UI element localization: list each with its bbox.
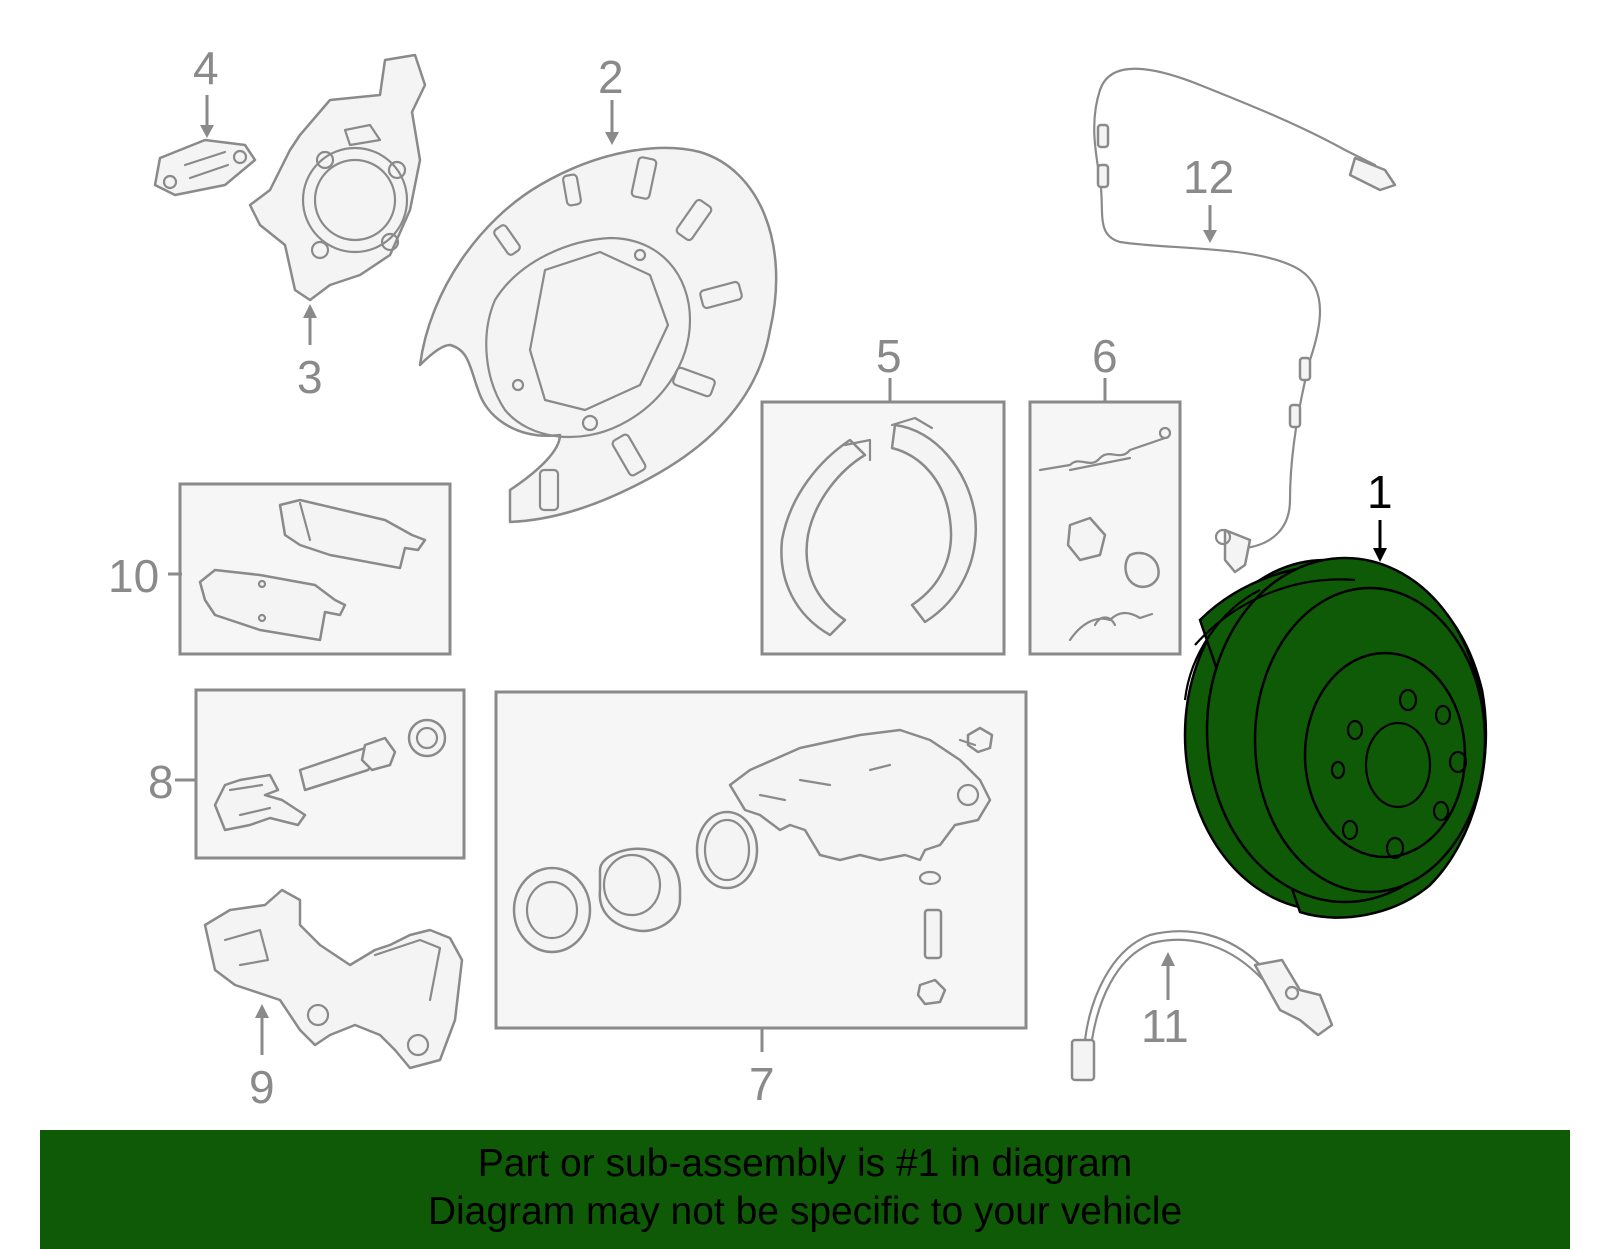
banner-line-2: Diagram may not be specific to your vehi… <box>427 1190 1183 1233</box>
banner-line-1: Part or sub-assembly is #1 in diagram <box>477 1142 1133 1185</box>
part-11-brake-hose[interactable] <box>1070 930 1334 1082</box>
callout-7[interactable]: 7 <box>749 1058 775 1110</box>
part-7-caliper[interactable] <box>512 726 994 1006</box>
callout-11[interactable]: 11 <box>1141 1000 1189 1052</box>
part-6-hardware[interactable] <box>1038 426 1172 642</box>
callout-9[interactable]: 9 <box>249 1061 275 1113</box>
info-banner: Part or sub-assembly is #1 in diagram Di… <box>40 1130 1570 1249</box>
callout-4[interactable]: 4 <box>193 42 219 94</box>
box-7 <box>494 690 1028 1030</box>
box-6 <box>1028 400 1182 656</box>
callout-5[interactable]: 5 <box>876 330 902 382</box>
part-8-caliper-hardware[interactable] <box>213 718 447 832</box>
callout-1[interactable]: 1 <box>1367 466 1393 518</box>
part-9-caliper-bracket[interactable] <box>203 888 464 1070</box>
callout-6[interactable]: 6 <box>1092 330 1118 382</box>
part-5-brake-shoes[interactable] <box>780 416 977 637</box>
part-3-bracket[interactable] <box>248 53 427 302</box>
callout-10[interactable]: 10 <box>108 550 159 602</box>
callout-8[interactable]: 8 <box>148 756 174 808</box>
callout-12[interactable]: 12 <box>1183 151 1234 203</box>
callout-2[interactable]: 2 <box>598 51 624 103</box>
part-2-shield[interactable] <box>418 146 778 524</box>
part-1-brake-rotor[interactable] <box>1183 556 1488 919</box>
part-4-clip[interactable] <box>153 138 257 197</box>
callout-3[interactable]: 3 <box>297 351 323 403</box>
part-10-brake-pads[interactable] <box>198 498 427 642</box>
part-12-sensor-wire[interactable] <box>1093 67 1397 574</box>
